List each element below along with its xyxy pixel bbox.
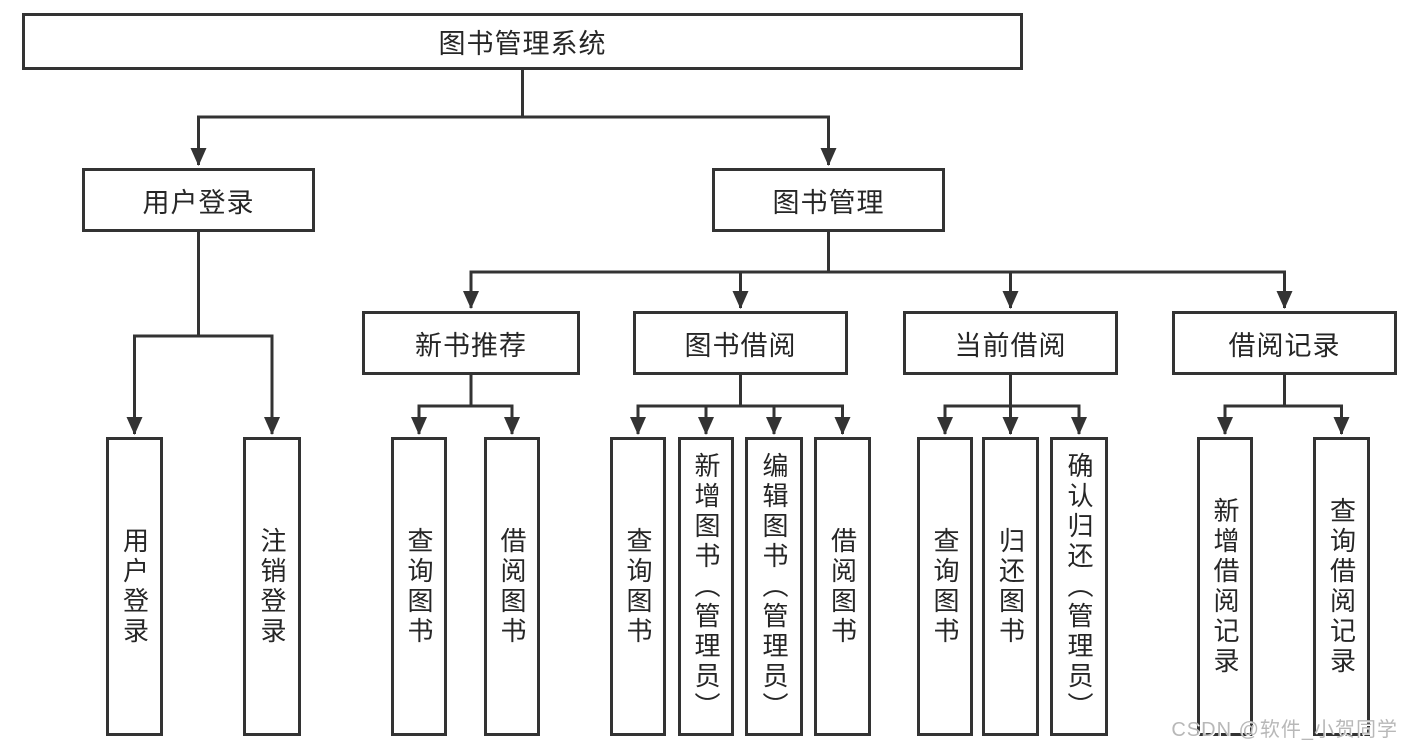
node-label: 借阅图书 bbox=[827, 526, 858, 647]
connector-borrow-records-children bbox=[1217, 375, 1350, 435]
node-leaf-return-books: 归还图书 bbox=[982, 437, 1039, 736]
node-leaf-newbook-query-books: 查询图书 bbox=[391, 437, 447, 736]
node-label: 确认归还（管理员） bbox=[1064, 451, 1094, 722]
node-leaf-query-borrow-record: 查询借阅记录 bbox=[1313, 437, 1370, 736]
node-label: 归还图书 bbox=[995, 526, 1026, 647]
node-leaf-confirm-return-admin: 确认归还（管理员） bbox=[1050, 437, 1108, 736]
node-new-book-recommend: 新书推荐 bbox=[362, 311, 580, 375]
node-label: 编辑图书（管理员） bbox=[759, 451, 789, 722]
connector-book-management-children bbox=[463, 232, 1293, 309]
node-leaf-user-login: 用户登录 bbox=[106, 437, 163, 736]
node-label: 注销登录 bbox=[257, 526, 287, 647]
node-label: 新增图书（管理员） bbox=[691, 451, 721, 722]
node-leaf-current-query-books: 查询图书 bbox=[917, 437, 973, 736]
node-user-login: 用户登录 bbox=[82, 168, 315, 232]
connector-user-login-children bbox=[126, 232, 280, 435]
connector-current-borrow-children bbox=[937, 375, 1087, 435]
csdn-watermark: CSDN @软件_小贺同学 bbox=[1171, 719, 1398, 741]
node-label: 图书借阅 bbox=[684, 330, 797, 361]
node-current-borrow: 当前借阅 bbox=[903, 311, 1118, 375]
node-book-borrow: 图书借阅 bbox=[633, 311, 848, 375]
node-root-system: 图书管理系统 bbox=[22, 13, 1023, 70]
node-label: 查询图书 bbox=[930, 526, 960, 647]
node-leaf-add-borrow-record: 新增借阅记录 bbox=[1197, 437, 1253, 736]
node-borrow-records: 借阅记录 bbox=[1172, 311, 1397, 375]
node-label: 图书管理 bbox=[772, 187, 885, 218]
node-label: 查询图书 bbox=[623, 526, 653, 647]
connector-book-borrow-children bbox=[630, 375, 851, 435]
node-label: 用户登录 bbox=[119, 526, 150, 647]
node-leaf-newbook-borrow-books: 借阅图书 bbox=[484, 437, 540, 736]
node-leaf-logout: 注销登录 bbox=[243, 437, 301, 736]
node-leaf-borrow-books: 借阅图书 bbox=[814, 437, 871, 736]
node-leaf-borrow-query-books: 查询图书 bbox=[610, 437, 666, 736]
node-label: 借阅图书 bbox=[497, 526, 527, 647]
node-book-management: 图书管理 bbox=[712, 168, 945, 232]
node-label: 新书推荐 bbox=[415, 330, 527, 361]
node-label: 用户登录 bbox=[142, 187, 255, 218]
node-label: 新增借阅记录 bbox=[1210, 496, 1240, 677]
node-label: 当前借阅 bbox=[954, 330, 1067, 361]
node-label: 借阅记录 bbox=[1228, 330, 1341, 361]
connector-new-book-children bbox=[411, 375, 520, 435]
node-leaf-add-books-admin: 新增图书（管理员） bbox=[678, 437, 734, 736]
node-label: 图书管理系统 bbox=[438, 29, 607, 59]
node-label: 查询借阅记录 bbox=[1326, 496, 1357, 677]
connector-root-to-level2 bbox=[190, 70, 837, 166]
node-label: 查询图书 bbox=[404, 526, 434, 647]
node-leaf-edit-books-admin: 编辑图书（管理员） bbox=[745, 437, 803, 736]
